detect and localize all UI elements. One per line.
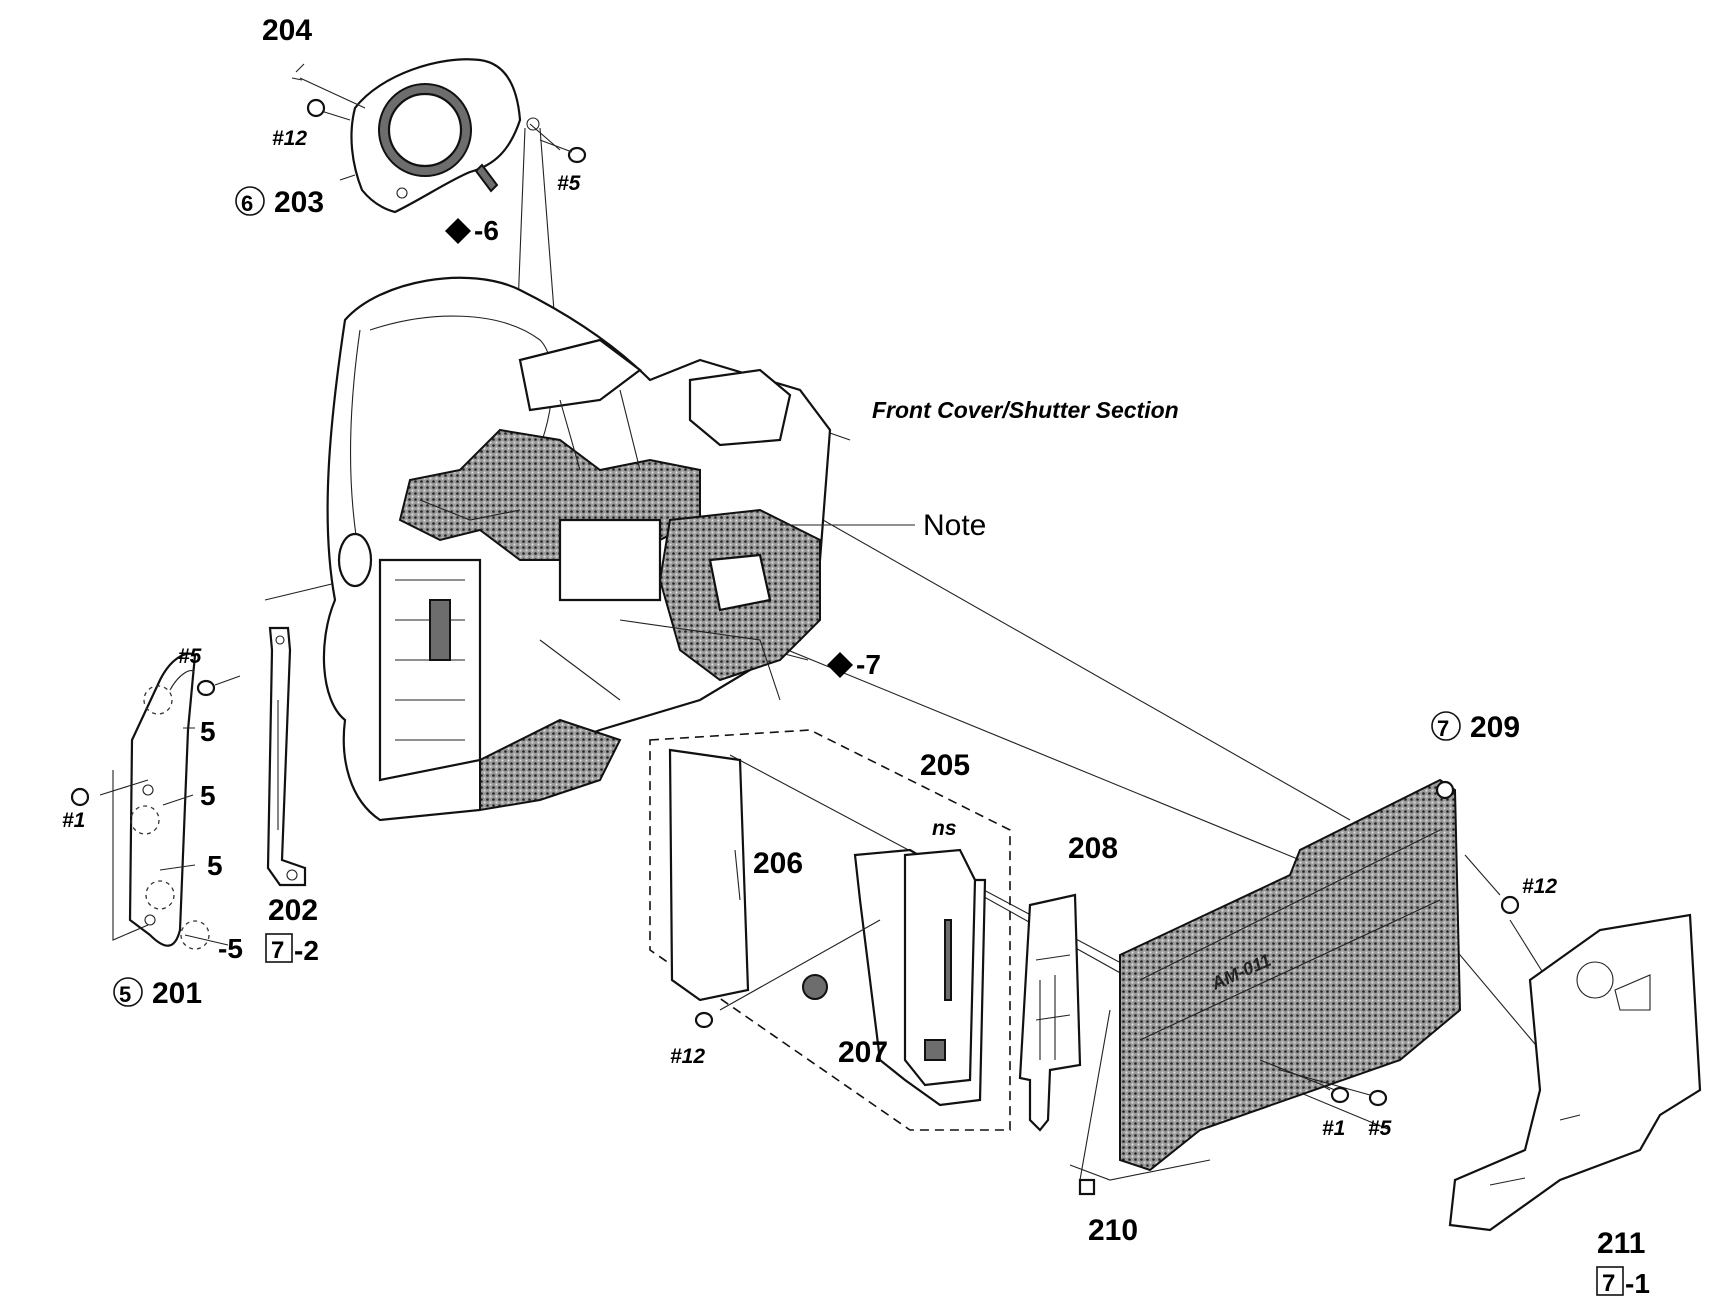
circled-7-marker (1431, 711, 1461, 741)
screw-5-left-label: #5 (178, 645, 202, 668)
diamond-6-label: -6 (474, 215, 499, 246)
ref-5-d: -5 (218, 933, 243, 964)
mode-dial-assembly-203 (291, 58, 587, 214)
assembly-205-group (649, 729, 1011, 1131)
ns-label: ns (932, 817, 957, 840)
ref-5-c: 5 (207, 850, 223, 881)
part-209-label: 209 (1470, 711, 1520, 744)
part-207-label: 207 (838, 1036, 888, 1069)
circled-6-marker (235, 186, 265, 216)
diamond-6-marker (445, 218, 471, 244)
boxed-7-suffix-b: -1 (1625, 1268, 1650, 1299)
part-204-label: 204 (262, 14, 312, 47)
screw-12-right-label: #12 (1522, 875, 1557, 898)
bracket-202 (266, 626, 307, 887)
part-206-label: 206 (753, 847, 803, 880)
ref-5-b: 5 (200, 780, 216, 811)
camera-body (322, 276, 832, 822)
diamond-7-marker (827, 652, 853, 678)
part-205-label: 205 (920, 749, 970, 782)
screw-1-right-label: #1 (1322, 1117, 1345, 1140)
callout-labels: 204 #12 #5 6 203 -6 Front Cover/Shutter … (62, 14, 1650, 1299)
diamond-7-label: -7 (856, 649, 881, 680)
part-202-label: 202 (268, 894, 318, 927)
plate-208 (1018, 893, 1082, 1132)
part-203-label: 203 (274, 186, 324, 219)
insulator-sheet-211 (1448, 913, 1702, 1232)
circled-5-marker (113, 977, 143, 1007)
boxed-7-text-b: 7 (1602, 1270, 1615, 1297)
ref-5-a: 5 (200, 716, 216, 747)
screw-5-right-label: #5 (1368, 1117, 1392, 1140)
circled-7-text: 7 (1437, 716, 1449, 741)
boxed-7-text-a: 7 (271, 937, 284, 964)
part-208-label: 208 (1068, 832, 1118, 865)
circled-6-text: 6 (241, 191, 253, 216)
main-board-209 (1069, 778, 1520, 1196)
side-cover-201 (70, 652, 241, 950)
note-label: Note (923, 509, 986, 542)
screw-1-left-label: #1 (62, 809, 85, 832)
boxed-7-marker-a (265, 933, 293, 963)
circled-5-text: 5 (119, 982, 131, 1007)
screw-12-top-label: #12 (272, 127, 307, 150)
screw-5-top-label: #5 (557, 172, 581, 195)
part-210-label: 210 (1088, 1214, 1138, 1247)
boxed-7-suffix-a: -2 (294, 935, 319, 966)
screw-12-mid-label: #12 (670, 1045, 705, 1068)
part-201-label: 201 (152, 977, 202, 1010)
boxed-7-marker-b (1596, 1266, 1624, 1296)
front-cover-shutter-section-label: Front Cover/Shutter Section (872, 397, 1179, 423)
part-211-label: 211 (1597, 1227, 1645, 1260)
